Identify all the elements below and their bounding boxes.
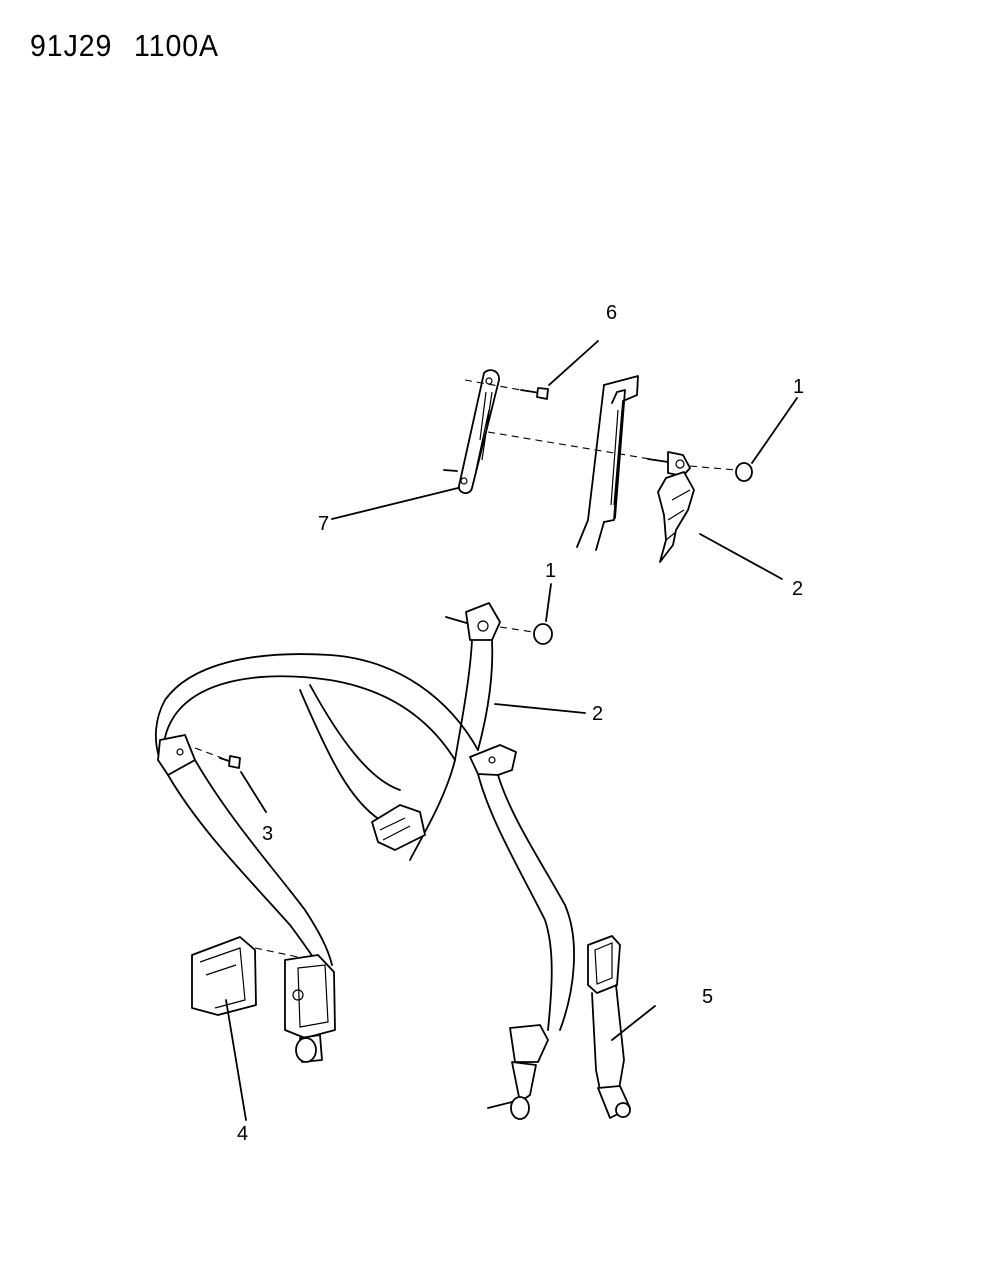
callout-4: 4 bbox=[237, 1123, 248, 1145]
part-1-cap-lower bbox=[533, 623, 553, 645]
callout-1-lower: 1 bbox=[545, 560, 556, 582]
callout-6: 6 bbox=[606, 302, 617, 324]
callout-2-upper: 2 bbox=[792, 578, 803, 600]
part-2-lower-anchor bbox=[445, 602, 501, 641]
part-4-cover bbox=[191, 936, 257, 1016]
alignment-line-3 bbox=[194, 747, 223, 759]
alignment-line-1a bbox=[689, 465, 737, 471]
part-6-screw bbox=[520, 387, 549, 400]
callout-5: 5 bbox=[702, 986, 713, 1008]
callout-1-upper: 1 bbox=[793, 376, 804, 398]
lap-belt bbox=[469, 744, 575, 1120]
part-2-upper-loop bbox=[647, 451, 695, 563]
part-1-cap-upper bbox=[735, 462, 753, 482]
belt-webbing bbox=[154, 639, 494, 971]
callout-7: 7 bbox=[318, 513, 329, 535]
retractor bbox=[284, 954, 336, 1063]
leader-lines bbox=[225, 340, 798, 1121]
part-5-buckle bbox=[587, 935, 631, 1119]
callout-2-lower: 2 bbox=[592, 703, 603, 725]
b-pillar-trim bbox=[576, 375, 639, 551]
alignment-line-7 bbox=[487, 431, 657, 461]
part-7-plate bbox=[458, 369, 500, 494]
alignment-line-6 bbox=[464, 379, 522, 391]
part-3-screw bbox=[219, 755, 241, 769]
alignment-line-1b bbox=[499, 626, 534, 633]
plate-screw bbox=[443, 469, 458, 472]
callout-3: 3 bbox=[262, 823, 273, 845]
alignment-line-4 bbox=[254, 947, 299, 958]
diagram-code: 91J29 1100A bbox=[30, 28, 219, 63]
